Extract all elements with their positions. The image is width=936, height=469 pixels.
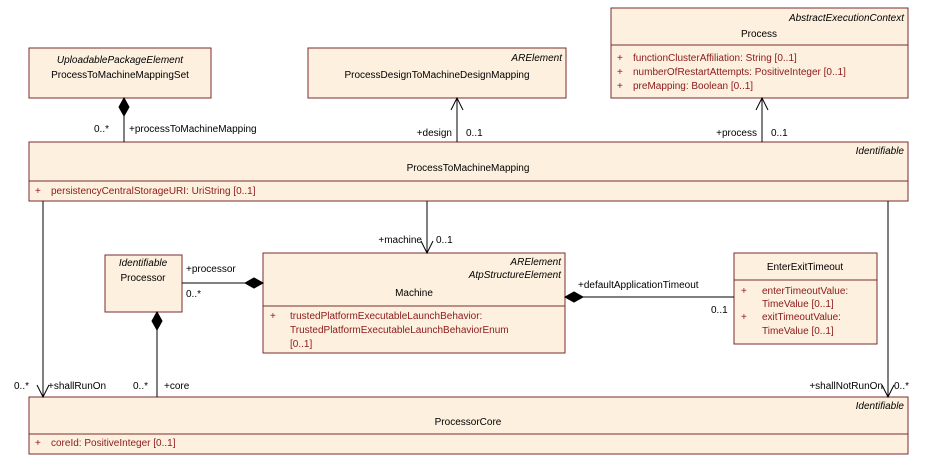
class-process-to-machine-mapping[interactable]: Identifiable ProcessToMachineMapping + p… xyxy=(28,141,909,202)
class-name: ProcessDesignToMachineDesignMapping xyxy=(344,70,529,81)
role-label: +design xyxy=(417,128,452,139)
stereotype-label: ARElement xyxy=(510,53,563,64)
stereotype-label: Identifiable xyxy=(856,146,905,157)
class-enter-exit-timeout[interactable]: EnterExitTimeout + enterTimeoutValue: Ti… xyxy=(733,252,878,345)
multiplicity-label: 0..* xyxy=(894,381,909,392)
attribute-exit-timeout-type: TimeValue [0..1] xyxy=(762,326,834,337)
attribute-marker: + xyxy=(617,81,623,92)
attribute-enter-timeout-type: TimeValue [0..1] xyxy=(762,299,834,310)
stereotype-label: Identifiable xyxy=(119,258,168,269)
attribute-launch-behavior-type: TrustedPlatformExecutableLaunchBehaviorE… xyxy=(290,325,509,336)
class-name: Machine xyxy=(395,288,433,299)
class-name: ProcessToMachineMappingSet xyxy=(51,70,189,81)
class-process-design-to-machine-design-mapping[interactable]: ARElement ProcessDesignToMachineDesignMa… xyxy=(307,47,567,99)
attribute-exit-timeout-name: exitTimeoutValue: xyxy=(762,312,841,323)
edge-core: 0..* +core xyxy=(133,310,190,397)
role-label: +core xyxy=(164,381,190,392)
multiplicity-label: 0..1 xyxy=(711,305,728,316)
edge-processor: +processor 0..* xyxy=(182,264,265,300)
attribute-marker: + xyxy=(741,312,747,323)
attribute-marker: + xyxy=(35,438,41,449)
multiplicity-label: 0..* xyxy=(94,124,109,135)
attribute-enter-timeout-name: enterTimeoutValue: xyxy=(762,286,848,297)
attribute-marker: + xyxy=(741,286,747,297)
edge-default-application-timeout: +defaultApplicationTimeout 0..1 xyxy=(563,280,734,316)
attribute-number-of-restart-attempts: numberOfRestartAttempts: PositiveInteger… xyxy=(633,67,846,78)
multiplicity-label: 0..1 xyxy=(436,235,453,246)
role-label: +defaultApplicationTimeout xyxy=(578,280,699,291)
edge-shall-run-on: 0..* +shallRunOn xyxy=(14,201,106,399)
attribute-marker: + xyxy=(35,186,41,197)
role-label: +processor xyxy=(186,264,236,275)
class-process[interactable]: AbstractExecutionContext Process + funct… xyxy=(610,7,909,99)
role-label: +shallNotRunOn xyxy=(809,381,883,392)
composition-diamond xyxy=(243,277,265,289)
composition-diamond xyxy=(151,310,163,332)
class-name: Processor xyxy=(120,273,166,284)
composition-diamond xyxy=(118,96,130,118)
role-label: +process xyxy=(716,128,757,139)
attribute-launch-behavior-name: trustedPlatformExecutableLaunchBehavior: xyxy=(290,311,482,322)
role-label: +processToMachineMapping xyxy=(129,124,257,135)
edge-process: +process 0..1 xyxy=(716,96,788,142)
class-name: EnterExitTimeout xyxy=(767,262,844,273)
multiplicity-label: 0..* xyxy=(133,381,148,392)
edge-shall-not-run-on: +shallNotRunOn 0..* xyxy=(809,201,909,399)
attribute-launch-behavior-mult: [0..1] xyxy=(290,339,312,350)
multiplicity-label: 0..* xyxy=(186,289,201,300)
class-name: ProcessorCore xyxy=(435,417,502,428)
stereotype-label: AbstractExecutionContext xyxy=(788,13,905,24)
edge-process-to-machine-mapping: 0..* +processToMachineMapping xyxy=(94,96,257,142)
role-label: +machine xyxy=(378,235,422,246)
multiplicity-label: 0..* xyxy=(14,381,29,392)
class-name: Process xyxy=(741,29,777,40)
attribute-marker: + xyxy=(617,53,623,64)
multiplicity-label: 0..1 xyxy=(466,128,483,139)
stereotype-label: ARElement xyxy=(509,257,562,268)
attribute-core-id: coreId: PositiveInteger [0..1] xyxy=(51,438,176,449)
attribute-persistency-central-storage-uri: persistencyCentralStorageURI: UriString … xyxy=(51,186,256,197)
stereotype-label: Identifiable xyxy=(856,401,905,412)
class-machine[interactable]: ARElement AtpStructureElement Machine + … xyxy=(262,252,566,354)
attribute-marker: + xyxy=(270,311,276,322)
attribute-pre-mapping: preMapping: Boolean [0..1] xyxy=(633,81,753,92)
composition-diamond xyxy=(563,291,585,303)
class-process-to-machine-mapping-set[interactable]: UploadablePackageElement ProcessToMachin… xyxy=(28,47,212,99)
attribute-function-cluster-affiliation: functionClusterAffiliation: String [0..1… xyxy=(633,53,797,64)
stereotype-label: UploadablePackageElement xyxy=(57,55,184,66)
class-processor-core[interactable]: Identifiable ProcessorCore + coreId: Pos… xyxy=(28,396,909,455)
attribute-marker: + xyxy=(617,67,623,78)
multiplicity-label: 0..1 xyxy=(771,128,788,139)
class-processor[interactable]: Identifiable Processor xyxy=(104,254,183,313)
role-label: +shallRunOn xyxy=(48,381,106,392)
edge-machine: +machine 0..1 xyxy=(378,201,453,255)
stereotype-label-2: AtpStructureElement xyxy=(468,270,562,281)
class-name: ProcessToMachineMapping xyxy=(407,163,530,174)
edge-design: +design 0..1 xyxy=(417,96,483,142)
